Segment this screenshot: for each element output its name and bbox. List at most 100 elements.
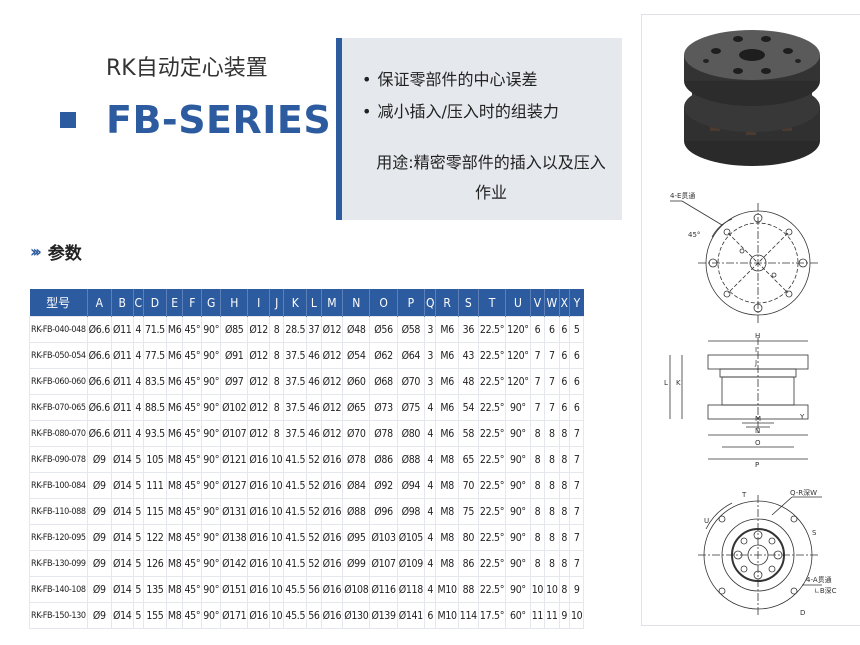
value-cell: 4 [424, 472, 437, 499]
series-square-icon [60, 112, 76, 128]
value-cell: Ø130 [342, 602, 371, 629]
header-j: J [268, 289, 284, 317]
value-cell: 5 [132, 550, 145, 577]
value-cell: 37 [306, 316, 322, 343]
value-cell: 10 [568, 602, 585, 629]
value-cell: M10 [435, 602, 459, 629]
value-cell: Ø88 [342, 498, 371, 525]
value-cell: 8 [268, 342, 285, 369]
value-cell: 8 [268, 368, 285, 395]
value-cell: M6 [165, 316, 184, 343]
value-cell: M6 [435, 316, 459, 343]
value-cell: 155 [143, 602, 167, 629]
value-cell: 43 [457, 342, 479, 369]
value-cell: Ø16 [247, 498, 270, 525]
feature-box: •保证零部件的中心误差 •减小插入/压入时的组装力 用途:精密零部件的插入以及压… [336, 38, 622, 220]
value-cell: 115 [143, 498, 167, 525]
value-cell: Ø12 [247, 394, 270, 421]
value-cell: 36 [457, 316, 479, 343]
model-cell: RK-FB-140-108 [29, 576, 88, 603]
value-cell: 7 [544, 368, 560, 395]
value-cell: Ø65 [342, 394, 371, 421]
header-q: Q [424, 289, 436, 317]
value-cell: 90° [505, 446, 531, 473]
dim-label: N [755, 427, 760, 435]
value-cell: 8 [529, 472, 546, 499]
value-cell: 5 [132, 576, 145, 603]
value-cell: Ø9 [86, 498, 112, 525]
value-cell: Ø151 [220, 576, 249, 603]
value-cell: 4 [132, 368, 145, 395]
value-cell: 4 [132, 420, 145, 447]
value-cell: 6 [568, 368, 585, 395]
value-cell: 90° [201, 446, 222, 473]
value-cell: 70 [457, 472, 479, 499]
value-cell: 41.5 [283, 446, 308, 473]
value-cell: 90° [201, 394, 222, 421]
value-cell: Ø60 [342, 368, 371, 395]
value-cell: Ø138 [220, 524, 249, 551]
value-cell: 17.5° [477, 602, 507, 629]
value-cell: Ø121 [220, 446, 249, 473]
value-cell: M8 [165, 446, 184, 473]
value-cell: 10 [268, 550, 285, 577]
value-cell: 4 [424, 394, 437, 421]
value-cell: 90° [505, 420, 531, 447]
value-cell: Ø11 [110, 368, 134, 395]
value-cell: 6 [558, 394, 570, 421]
value-cell: Ø139 [369, 602, 398, 629]
value-cell: 122 [143, 524, 167, 551]
dim-label: T [741, 491, 747, 499]
value-cell: Ø12 [247, 316, 270, 343]
value-cell: 37.5 [283, 394, 308, 421]
value-cell: M6 [435, 420, 459, 447]
value-cell: Ø102 [220, 394, 249, 421]
value-cell: 3 [424, 368, 437, 395]
value-cell: 60° [505, 602, 531, 629]
value-cell: M8 [165, 602, 184, 629]
value-cell: 90° [201, 342, 222, 369]
value-cell: 56 [306, 576, 322, 603]
value-cell: Ø142 [220, 550, 249, 577]
value-cell: Ø141 [396, 602, 425, 629]
value-cell: Ø9 [86, 550, 112, 577]
value-cell: 45.5 [283, 602, 308, 629]
value-cell: 8 [529, 550, 546, 577]
params-title: 参数 [47, 243, 82, 264]
value-cell: 90° [201, 602, 222, 629]
value-cell: 90° [201, 550, 222, 577]
value-cell: 10 [544, 576, 560, 603]
value-cell: Ø11 [110, 394, 134, 421]
value-cell: 8 [558, 420, 570, 447]
value-cell: Ø11 [110, 342, 134, 369]
value-cell: 90° [505, 524, 531, 551]
header-u: U [505, 289, 531, 317]
top-view-drawing [670, 200, 818, 323]
value-cell: 90° [505, 472, 531, 499]
model-cell: RK-FB-050-054 [29, 342, 88, 369]
value-cell: 45° [182, 576, 203, 603]
value-cell: 45° [182, 420, 203, 447]
value-cell: M8 [435, 550, 459, 577]
value-cell: M6 [435, 394, 459, 421]
header-x: X [558, 289, 570, 317]
value-cell: 45° [182, 394, 203, 421]
value-cell: Ø68 [369, 368, 398, 395]
feature-bullet: •减小插入/压入时的组装力 [362, 98, 559, 122]
value-cell: Ø54 [342, 342, 371, 369]
value-cell: Ø92 [369, 472, 398, 499]
series-title: FB-SERIES [106, 98, 332, 142]
value-cell: 8 [558, 524, 570, 551]
value-cell: 52 [306, 498, 322, 525]
value-cell: Ø84 [342, 472, 371, 499]
value-cell: 10 [268, 602, 285, 629]
value-cell: 52 [306, 524, 322, 551]
value-cell: 7 [544, 394, 560, 421]
